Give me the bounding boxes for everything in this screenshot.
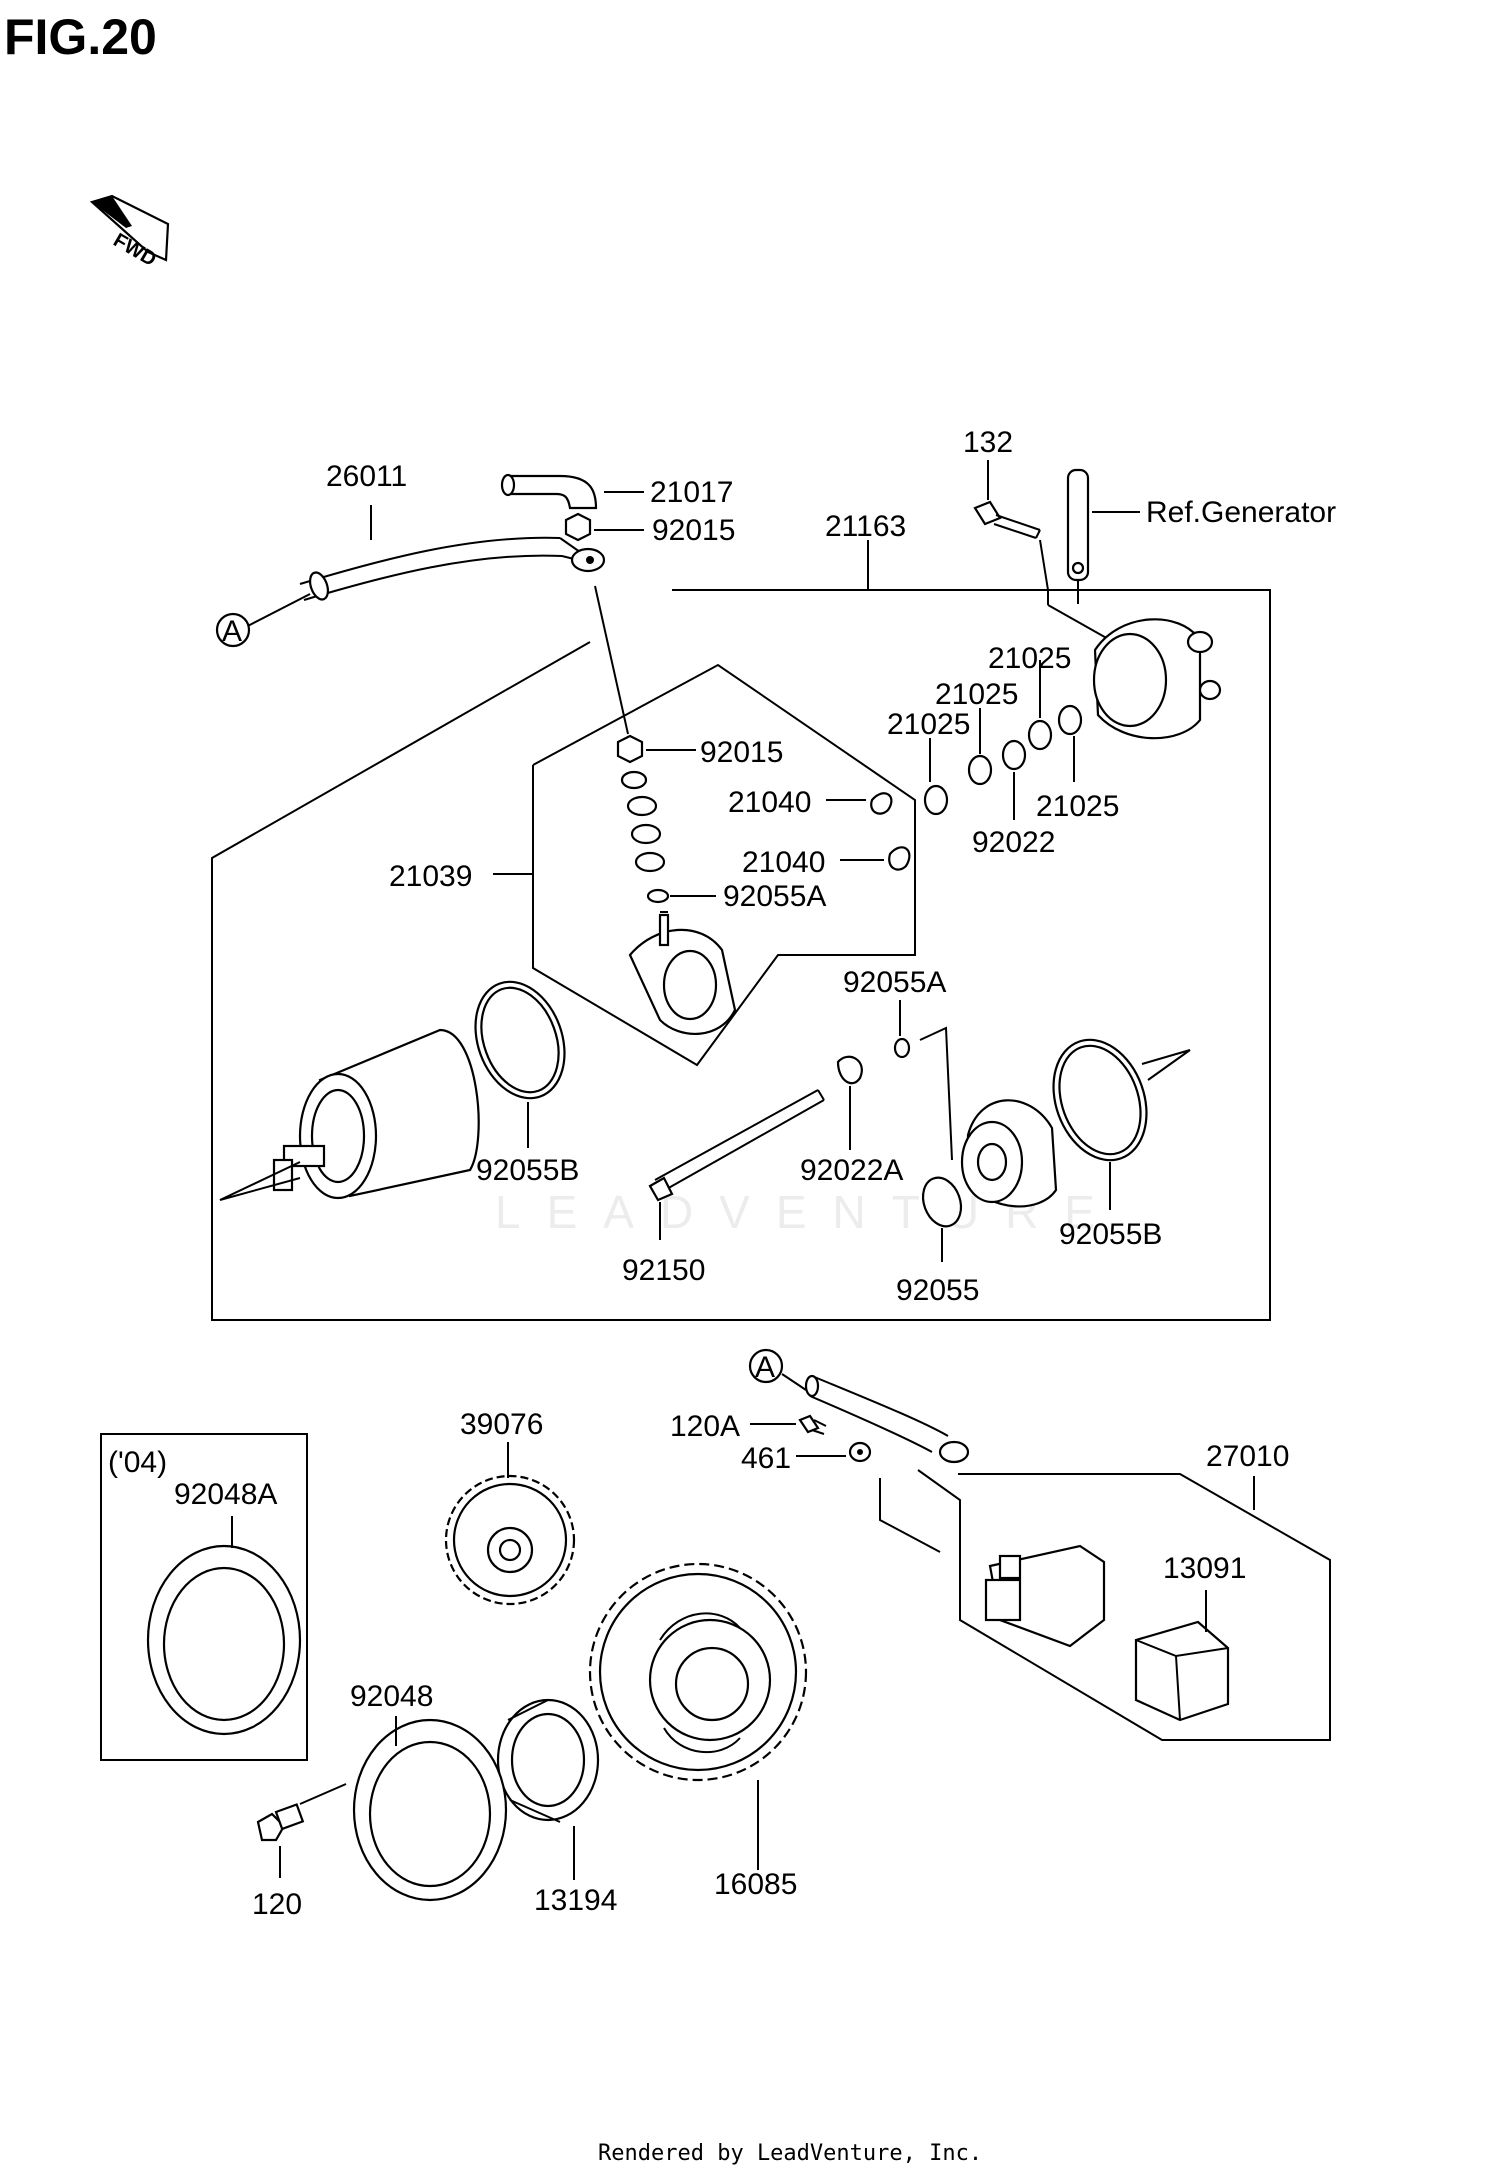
callout-92150[interactable]: 92150 [622, 1254, 705, 1287]
brush-holder-outline [532, 663, 916, 1067]
terminal-cap [500, 473, 644, 510]
callout-21039[interactable]: 21039 [389, 860, 472, 893]
callout-21040-a[interactable]: 21040 [728, 786, 811, 819]
callout-year-04[interactable]: ('04) [108, 1446, 167, 1479]
callout-92022[interactable]: 92022 [972, 826, 1055, 859]
insulator-stack [616, 734, 716, 904]
callout-ref-generator[interactable]: Ref.Generator [1146, 496, 1336, 529]
bolt-120A [750, 1414, 827, 1435]
through-bolt [648, 1089, 825, 1240]
year-2004-inset [100, 1433, 308, 1761]
fwd-arrow-icon: FWD [89, 194, 170, 271]
callout-26011[interactable]: 26011 [326, 460, 407, 493]
nut-top [564, 512, 644, 542]
end-cover [1047, 604, 1222, 740]
brush-plate [628, 911, 737, 1036]
o-ring-left [474, 980, 566, 1148]
callout-92055B-left[interactable]: 92055B [476, 1154, 579, 1187]
callout-120A[interactable]: 120A [670, 1410, 740, 1443]
callout-92022A[interactable]: 92022A [800, 1154, 903, 1187]
washers-21025 [923, 660, 1083, 820]
nut-461 [796, 1441, 872, 1463]
ref-a-bottom: A [748, 1348, 970, 1464]
callout-21025-a[interactable]: 21025 [988, 642, 1071, 675]
callout-461[interactable]: 461 [741, 1442, 791, 1475]
callout-13194[interactable]: 13194 [534, 1884, 617, 1917]
callout-27010[interactable]: 27010 [1206, 1440, 1289, 1473]
one-way-clutch [496, 1698, 600, 1880]
ref-a-top: A [215, 612, 251, 648]
front-cover [919, 1026, 1058, 1208]
callout-21017[interactable]: 21017 [650, 476, 733, 509]
starter-relay [879, 1469, 1331, 1741]
bolt-132 [973, 460, 1049, 591]
callout-92015-top[interactable]: 92015 [652, 514, 735, 547]
callout-13091[interactable]: 13091 [1163, 1552, 1246, 1585]
brush-clips [826, 792, 911, 871]
motor-yoke [219, 1028, 480, 1201]
callout-92055A-a[interactable]: 92055A [723, 880, 826, 913]
svg-text:A: A [222, 615, 242, 648]
callout-labels: 26011 21017 92015 132 Ref.Generator 2116… [108, 426, 1336, 1921]
callout-39076[interactable]: 39076 [460, 1408, 543, 1441]
callout-21025-d[interactable]: 21025 [1036, 790, 1119, 823]
bolt-120 [256, 1783, 347, 1878]
o-ring-92055 [921, 1176, 963, 1262]
starter-cable [239, 505, 629, 735]
callout-92048A[interactable]: 92048A [174, 1478, 277, 1511]
callout-21025-c[interactable]: 21025 [887, 708, 970, 741]
callout-16085[interactable]: 16085 [714, 1868, 797, 1901]
callout-92015-mid[interactable]: 92015 [700, 736, 783, 769]
callout-92055A-b[interactable]: 92055A [843, 966, 946, 999]
callout-92055[interactable]: 92055 [896, 1274, 979, 1307]
clutch-gear [588, 1562, 808, 1870]
svg-text:A: A [755, 1351, 775, 1384]
callout-21025-b[interactable]: 21025 [935, 678, 1018, 711]
starter-assembly-outline [211, 589, 1271, 1321]
callout-92055B-right[interactable]: 92055B [1059, 1218, 1162, 1251]
o-ring-right [1052, 1038, 1191, 1210]
callout-92048[interactable]: 92048 [350, 1680, 433, 1713]
callout-132[interactable]: 132 [963, 426, 1013, 459]
figure-title: FIG.20 [4, 9, 157, 65]
callout-21040-b[interactable]: 21040 [742, 846, 825, 879]
idle-gear [444, 1442, 576, 1606]
callout-120[interactable]: 120 [252, 1888, 302, 1921]
generator-bracket [1047, 468, 1140, 605]
small-o-ring [893, 1000, 911, 1059]
footer-credit: Rendered by LeadVenture, Inc. [598, 2141, 982, 2166]
washer-tab [836, 1055, 863, 1150]
relay-cover [1134, 1590, 1230, 1722]
clutch-housing [352, 1716, 508, 1902]
callout-21163[interactable]: 21163 [825, 510, 906, 543]
